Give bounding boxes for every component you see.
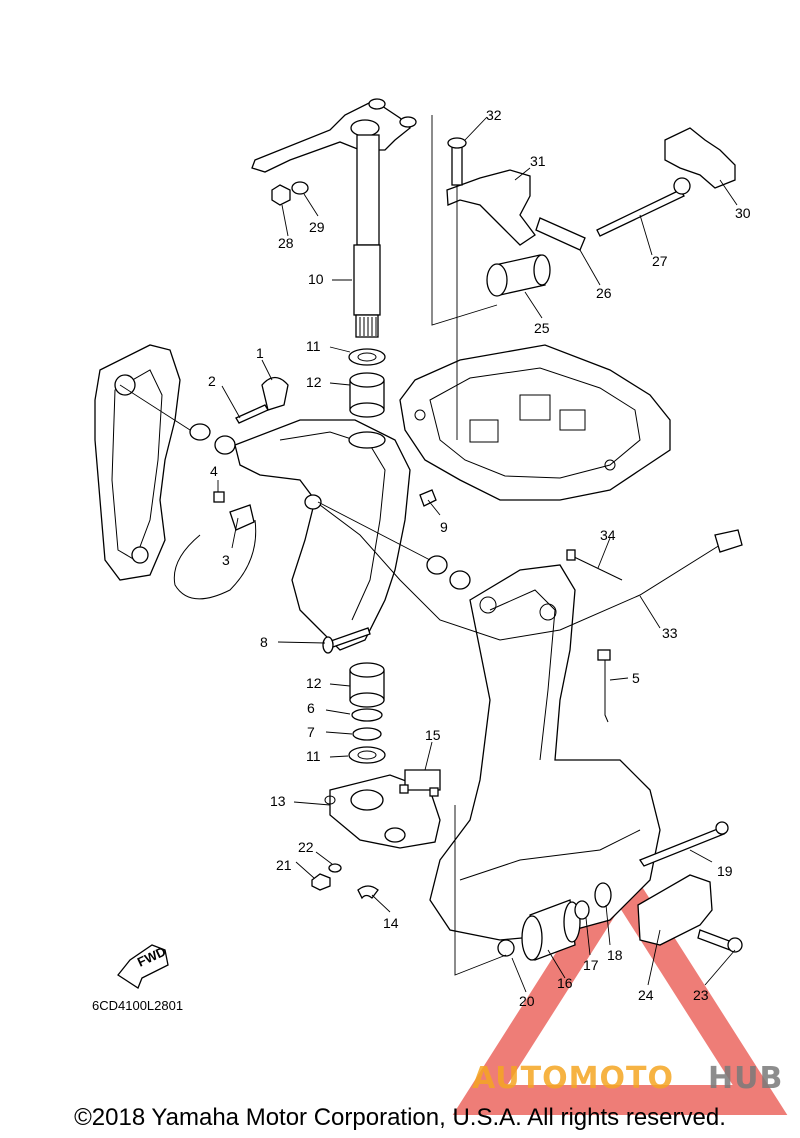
callout-8: 8 [260,634,268,650]
callout-7: 7 [307,724,315,740]
copyright-text: ©2018 Yamaha Motor Corporation, U.S.A. A… [74,1104,726,1131]
fwd-arrow: FWD [117,944,169,989]
callout-11-lower: 11 [306,748,321,764]
nut-28 [271,184,291,206]
fasteners [189,376,471,654]
damper-15 [399,769,441,797]
callout-34: 34 [600,527,616,543]
callout-24: 24 [638,987,654,1003]
washer-29 [291,181,309,195]
callout-6: 6 [307,700,315,716]
callout-4: 4 [210,463,218,479]
callout-30: 30 [735,205,751,221]
callout-21: 21 [276,857,292,873]
callout-23: 23 [693,987,709,1003]
callout-12-upper: 12 [306,374,322,390]
upper-mount-assembly [446,127,736,297]
watermark-part2: HUB [708,1061,783,1096]
lower-mount-13 [324,774,441,849]
watermark-triangle [452,852,788,1115]
callout-16: 16 [557,975,573,991]
engine-mount-plate [399,344,671,501]
watermark-part1: AUTOMOTO [472,1061,674,1096]
callout-3: 3 [222,552,230,568]
steering-arm-assembly [251,98,417,338]
callout-13: 13 [270,793,286,809]
callout-31: 31 [530,153,546,169]
callout-leaders [217,116,738,993]
callout-5: 5 [632,670,640,686]
callout-11-upper: 11 [306,338,321,354]
callout-1: 1 [256,345,264,361]
watermark-logo [452,852,788,1115]
callout-2: 2 [208,373,216,389]
callout-27: 27 [652,253,668,269]
callout-19: 19 [717,863,733,879]
swivel-bracket [234,419,411,651]
callout-32: 32 [486,107,502,123]
watermark-text: AUTOMOTO HUB [472,1061,783,1096]
callout-numbers: 1 2 3 4 5 6 7 8 9 10 11 11 12 12 13 14 1… [208,107,751,1009]
bushing-stack [348,348,386,764]
callout-18: 18 [607,947,623,963]
callout-17: 17 [583,957,599,973]
reference-lines [119,115,507,976]
callout-33: 33 [662,625,678,641]
lower-casing [429,564,661,941]
callout-26: 26 [596,285,612,301]
callout-28: 28 [278,235,294,251]
callout-14: 14 [383,915,399,931]
callout-22: 22 [298,839,314,855]
clamp-bracket [94,344,181,581]
lower-mount-group [497,821,743,961]
callout-9: 9 [440,519,448,535]
callout-25: 25 [534,320,550,336]
callout-10: 10 [308,271,324,287]
diagram-code: 6CD4100L2801 [92,998,183,1013]
callout-15: 15 [425,727,441,743]
cables [173,504,743,723]
callout-12-lower: 12 [306,675,322,691]
small-hardware [311,863,379,900]
callout-20: 20 [519,993,535,1009]
callout-29: 29 [309,219,325,235]
